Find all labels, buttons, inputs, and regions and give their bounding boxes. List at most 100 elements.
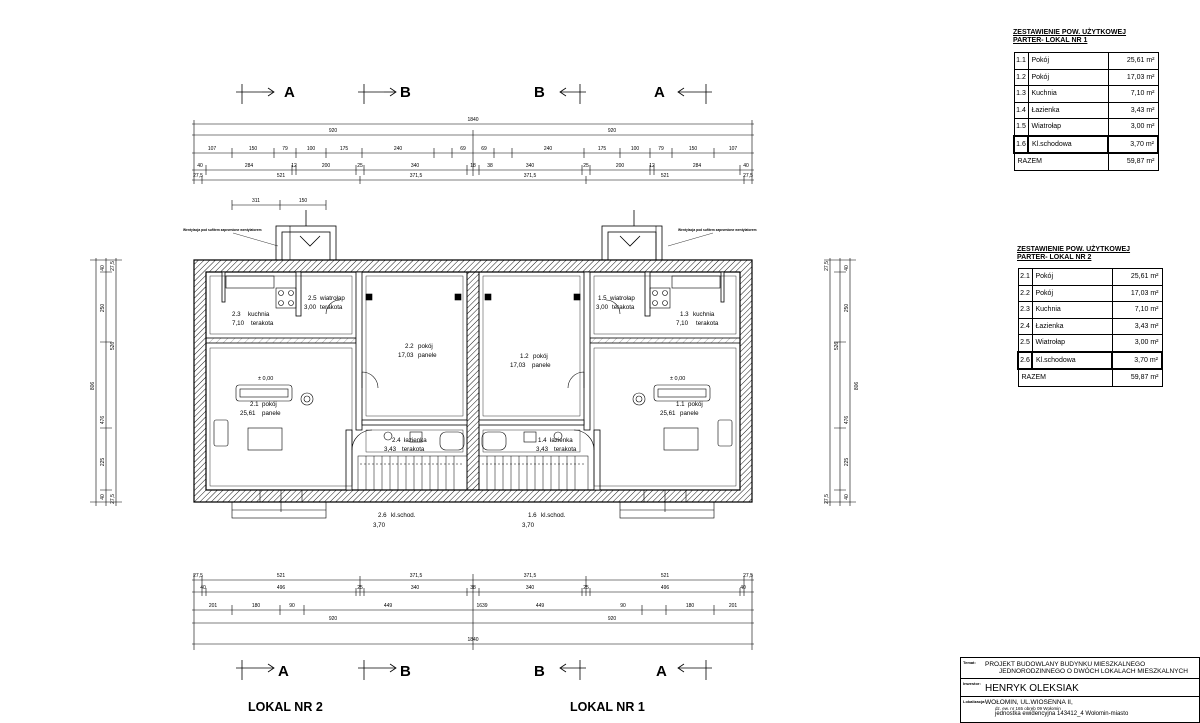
dim-bottom-half-right: 920 xyxy=(608,616,617,622)
svg-text:449: 449 xyxy=(536,603,545,609)
entry-porches xyxy=(275,210,663,261)
svg-text:1.1: 1.1 xyxy=(676,401,685,408)
svg-text:2.2: 2.2 xyxy=(405,343,414,350)
svg-text:175: 175 xyxy=(340,146,349,152)
svg-text:łazienka: łazienka xyxy=(404,437,427,444)
svg-text:40: 40 xyxy=(740,585,746,591)
svg-text:12: 12 xyxy=(291,163,297,169)
svg-text:521: 521 xyxy=(661,173,670,179)
table2-title-line2: PARTER- LOKAL NR 2 xyxy=(1017,254,1092,261)
svg-text:284: 284 xyxy=(245,163,254,169)
svg-text:496: 496 xyxy=(277,585,286,591)
svg-text:17,03: 17,03 xyxy=(398,352,414,359)
svg-text:371,5: 371,5 xyxy=(410,173,423,179)
unit-label-right: LOKAL NR 1 xyxy=(570,700,645,714)
svg-text:40: 40 xyxy=(100,265,106,271)
doors xyxy=(259,226,687,512)
svg-text:2.3: 2.3 xyxy=(232,311,241,318)
section-label-b-right-bottom: B xyxy=(534,663,545,680)
svg-text:38: 38 xyxy=(470,585,476,591)
room-outlines xyxy=(209,275,737,487)
svg-text:476: 476 xyxy=(100,416,106,425)
svg-text:2.6: 2.6 xyxy=(378,512,387,519)
title-block: Temat: PROJEKT BUDOWLANY BUDYNKU MIESZKA… xyxy=(960,657,1200,723)
svg-text:terakota: terakota xyxy=(251,320,274,327)
svg-text:panele: panele xyxy=(262,410,281,417)
svg-text:2.4: 2.4 xyxy=(392,437,401,444)
svg-text:7,10: 7,10 xyxy=(232,320,245,327)
section-label-a-left: A xyxy=(284,84,295,101)
dim-stairs-150: 150 xyxy=(299,198,308,204)
vent-notes: Wentylacja pod sufitem zapewnione wentyl… xyxy=(183,228,757,247)
section-label-a-right: A xyxy=(654,84,665,101)
svg-text:25,61: 25,61 xyxy=(660,410,676,417)
svg-text:40: 40 xyxy=(743,163,749,169)
side-dimension-lines xyxy=(90,258,856,506)
svg-text:1.4: 1.4 xyxy=(538,437,547,444)
svg-text:200: 200 xyxy=(616,163,625,169)
svg-text:kuchnia: kuchnia xyxy=(248,311,270,318)
svg-text:wiatrołap: wiatrołap xyxy=(609,295,635,302)
svg-text:27,5: 27,5 xyxy=(193,173,203,179)
section-label-a-right-bottom: A xyxy=(656,663,667,680)
svg-text:40: 40 xyxy=(100,494,106,500)
svg-text:1.3: 1.3 xyxy=(680,311,689,318)
svg-text:79: 79 xyxy=(658,146,664,152)
svg-text:240: 240 xyxy=(394,146,403,152)
interior-partitions xyxy=(205,271,741,491)
staircases xyxy=(357,455,589,491)
table1-title: ZESTAWIENIE POW. UŻYTKOWEJ PARTER- LOKAL… xyxy=(1013,29,1126,45)
bottom-entry-steps xyxy=(231,501,715,519)
svg-text:25: 25 xyxy=(357,163,363,169)
svg-text:25: 25 xyxy=(583,163,589,169)
svg-text:terakota: terakota xyxy=(612,304,635,311)
title-block-inwestor: Inwestor: HENRYK OLEKSIAK xyxy=(961,679,1199,697)
svg-text:kl.schod.: kl.schod. xyxy=(541,512,566,519)
svg-text:806: 806 xyxy=(854,382,860,391)
section-label-b-left: B xyxy=(400,84,411,101)
svg-text:371,5: 371,5 xyxy=(524,573,537,579)
dim-half-right: 920 xyxy=(608,128,617,134)
table1-title-line2: PARTER- LOKAL NR 1 xyxy=(1013,37,1088,44)
dim-stairs-311: 311 xyxy=(252,198,260,204)
section-label-b-right: B xyxy=(534,84,545,101)
svg-text:25: 25 xyxy=(357,585,363,591)
svg-text:526: 526 xyxy=(110,342,116,351)
svg-text:40: 40 xyxy=(200,585,206,591)
svg-text:łazienka: łazienka xyxy=(550,437,573,444)
svg-text:17,03: 17,03 xyxy=(510,362,526,369)
svg-text:terakota: terakota xyxy=(554,446,577,453)
side-dims-right: 806 40 250 526 476 225 40 27,5 27,5 xyxy=(824,261,860,504)
furniture xyxy=(213,275,733,451)
svg-text:27,5: 27,5 xyxy=(824,261,830,271)
svg-text:107: 107 xyxy=(729,146,738,152)
svg-text:340: 340 xyxy=(526,585,535,591)
svg-text:27,5: 27,5 xyxy=(743,573,753,579)
svg-text:40: 40 xyxy=(844,265,850,271)
side-dims-left: 806 40 250 526 476 225 40 27,5 27,5 xyxy=(90,261,116,504)
svg-text:201: 201 xyxy=(209,603,218,609)
svg-text:180: 180 xyxy=(252,603,261,609)
svg-text:18: 18 xyxy=(470,163,476,169)
svg-text:200: 200 xyxy=(322,163,331,169)
svg-text:806: 806 xyxy=(90,382,96,391)
svg-text:kl.schod.: kl.schod. xyxy=(391,512,416,519)
